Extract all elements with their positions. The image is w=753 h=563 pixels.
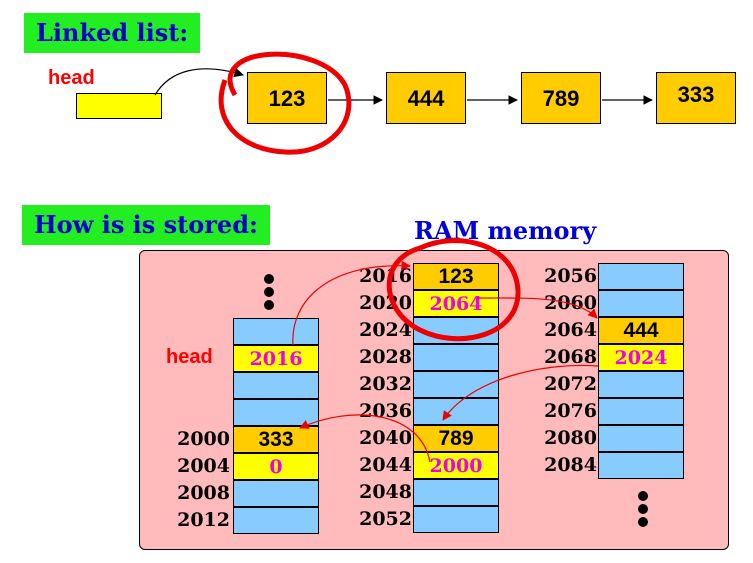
head-to-node-arrow	[154, 67, 244, 96]
left-memory-cell	[233, 372, 319, 399]
middle-memory-cell: 2000	[413, 452, 499, 479]
left-memory-cell: 2016	[233, 345, 319, 372]
left-memory-cell	[233, 480, 319, 507]
address-label: 2032	[359, 373, 412, 395]
middle-memory-cell	[413, 506, 499, 533]
head-label: head	[48, 67, 95, 89]
left-memory-cell: 333	[233, 426, 319, 453]
right-memory-cell	[598, 398, 684, 425]
head-ram-label: head	[166, 346, 213, 368]
address-label: 2028	[359, 346, 412, 368]
address-label: 2024	[359, 319, 412, 341]
list-node-1: 123	[247, 72, 327, 124]
address-label: 2064	[544, 319, 597, 341]
right-memory-cell: 444	[598, 317, 684, 344]
right-memory-cell	[598, 452, 684, 479]
middle-memory-cell	[413, 317, 499, 344]
address-label: 2008	[177, 482, 230, 504]
address-label: 2060	[544, 292, 597, 314]
address-label: 2048	[359, 481, 412, 503]
address-label: 2020	[359, 292, 412, 314]
list-node-2: 444	[386, 72, 466, 124]
address-label: 2044	[359, 454, 412, 476]
list-node-4: 333	[656, 72, 736, 124]
address-label: 2016	[359, 265, 412, 287]
middle-memory-cell	[413, 371, 499, 398]
left-memory-cell	[233, 507, 319, 534]
middle-memory-cell: 2064	[413, 290, 499, 317]
address-label: 2076	[544, 400, 597, 422]
right-memory-cell	[598, 425, 684, 452]
address-label: 2052	[359, 508, 412, 530]
middle-memory-cell	[413, 344, 499, 371]
list-node-3: 789	[521, 72, 601, 124]
middle-memory-cell: 789	[413, 425, 499, 452]
storage-title: How is is stored:	[22, 205, 270, 245]
address-label: 2068	[544, 346, 597, 368]
address-label: 2080	[544, 427, 597, 449]
address-label: 2000	[177, 428, 230, 450]
ram-memory-title: RAM memory	[414, 216, 597, 245]
address-label: 2012	[177, 509, 230, 531]
left-memory-cell: 0	[233, 453, 319, 480]
address-label: 2056	[544, 265, 597, 287]
middle-memory-cell	[413, 398, 499, 425]
address-label: 2040	[359, 427, 412, 449]
right-memory-cell	[598, 290, 684, 317]
address-label: 2072	[544, 373, 597, 395]
middle-memory-cell	[413, 479, 499, 506]
right-memory-cell	[598, 371, 684, 398]
address-label: 2084	[544, 454, 597, 476]
right-memory-cell	[598, 263, 684, 290]
right-memory-cell: 2024	[598, 344, 684, 371]
left-memory-cell	[233, 399, 319, 426]
left-memory-cell	[233, 318, 319, 345]
middle-memory-cell: 123	[413, 263, 499, 290]
address-label: 2036	[359, 400, 412, 422]
address-label: 2004	[177, 455, 230, 477]
linked-list-title: Linked list:	[24, 13, 201, 53]
head-pointer-box	[76, 93, 162, 119]
